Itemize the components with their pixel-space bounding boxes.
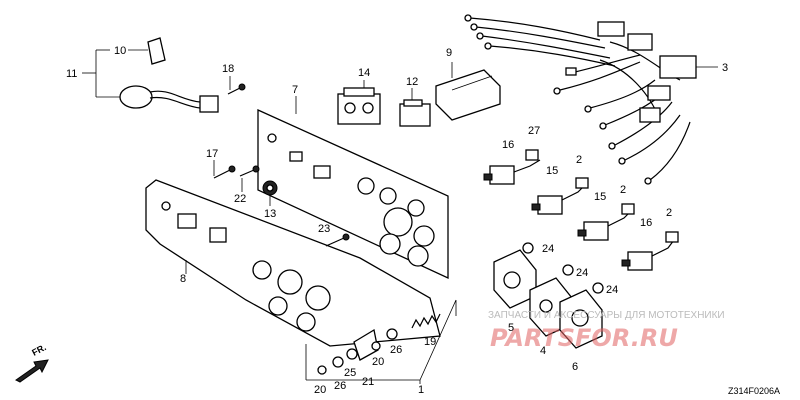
callout-20: 20 <box>314 384 326 396</box>
callout-15: 15 <box>546 165 558 177</box>
watermark-site: PARTSFOR.RU <box>490 324 678 352</box>
callout-4: 4 <box>540 345 546 357</box>
outlets <box>493 242 604 349</box>
watermark: ЗАПЧАСТИ И АКСЕССУАРЫ ДЛЯ МОТОТЕХНИКИ PA… <box>488 310 725 352</box>
callout-2: 2 <box>666 207 672 219</box>
watermark-caption: ЗАПЧАСТИ И АКСЕССУАРЫ ДЛЯ МОТОТЕХНИКИ <box>488 310 725 321</box>
screw-18 <box>227 76 246 95</box>
callout-24: 24 <box>606 284 618 296</box>
plug-assembly <box>82 37 219 113</box>
callout-8: 8 <box>180 273 186 285</box>
callout-16: 16 <box>502 139 514 151</box>
callout-5: 5 <box>508 322 514 334</box>
diagram-code: Z314F0206A <box>728 386 780 396</box>
callout-26: 26 <box>334 380 346 392</box>
callout-15: 15 <box>594 191 606 203</box>
callout-2: 2 <box>576 154 582 166</box>
callout-23: 23 <box>318 223 330 235</box>
callout-12: 12 <box>406 76 418 88</box>
switch-14 <box>337 80 381 125</box>
callout-2: 2 <box>620 184 626 196</box>
breakers <box>483 149 679 271</box>
callout-7: 7 <box>292 84 298 96</box>
callout-14: 14 <box>358 67 370 79</box>
callout-1: 1 <box>418 384 424 396</box>
callout-3: 3 <box>722 62 728 74</box>
spring-19 <box>411 313 441 329</box>
callout-21: 21 <box>362 376 374 388</box>
callout-19: 19 <box>424 336 436 348</box>
callout-13: 13 <box>264 208 276 220</box>
callout-9: 9 <box>446 47 452 59</box>
wire-harness <box>464 14 718 185</box>
callout-25: 25 <box>344 367 356 379</box>
screw-23 <box>325 233 350 247</box>
bottom-hardware <box>305 299 457 384</box>
callout-17: 17 <box>206 148 218 160</box>
callout-24: 24 <box>576 267 588 279</box>
callout-20: 20 <box>372 356 384 368</box>
inner-panel <box>257 96 449 280</box>
callout-labels: 10 11 18 7 14 12 9 3 17 22 13 16 27 2 15… <box>66 45 728 396</box>
callout-6: 6 <box>572 361 578 373</box>
callout-22: 22 <box>234 193 246 205</box>
direction-label: FR. <box>30 342 47 358</box>
callout-11: 11 <box>66 68 77 80</box>
callout-16: 16 <box>640 217 652 229</box>
callout-10: 10 <box>114 45 126 57</box>
receptacle-9 <box>435 62 501 121</box>
callout-26: 26 <box>390 344 402 356</box>
outer-panel <box>145 179 441 347</box>
callout-18: 18 <box>222 63 234 75</box>
callout-24: 24 <box>542 243 554 255</box>
switch-12 <box>399 88 431 127</box>
fasteners-left <box>213 160 278 206</box>
callout-27: 27 <box>528 125 540 137</box>
front-direction-arrow <box>15 359 49 383</box>
